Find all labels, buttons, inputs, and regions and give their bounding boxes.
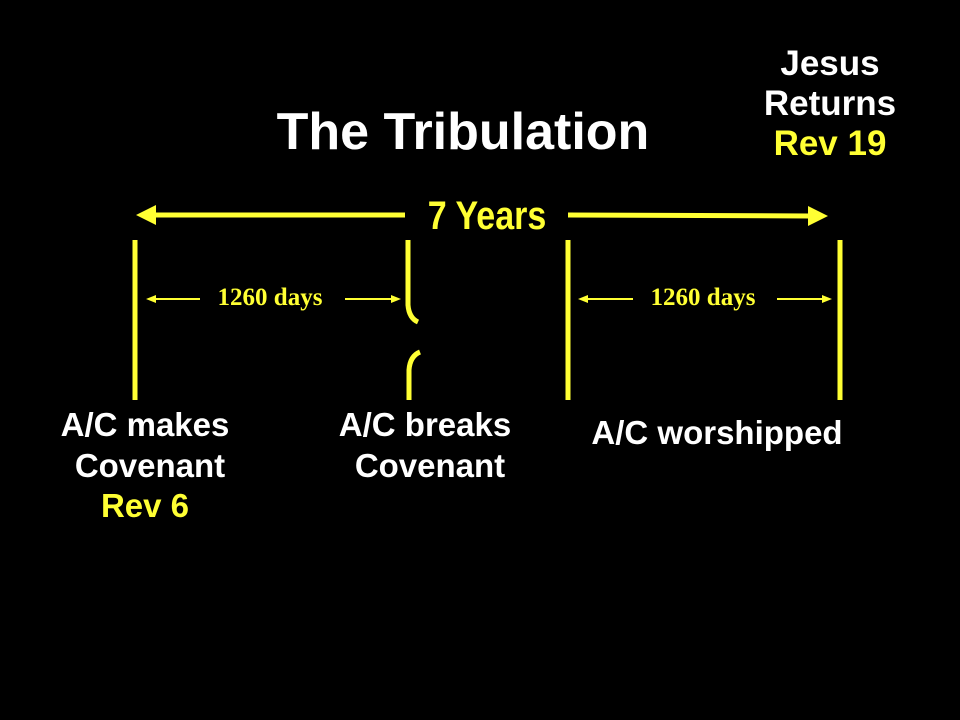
seven-years-label: 7 Years bbox=[427, 194, 547, 238]
jesus-returns-line2: Returns bbox=[763, 84, 897, 123]
seven-years-arrow-right-line bbox=[567, 212, 811, 219]
event1-line2: Covenant bbox=[74, 447, 226, 484]
midpoint-break-lower bbox=[406, 349, 422, 400]
midpoint-break-upper bbox=[405, 240, 420, 325]
event2-line2: Covenant bbox=[354, 447, 506, 484]
seven-years-arrow-left-head bbox=[136, 205, 156, 225]
event3-line1: A/C worshipped bbox=[591, 414, 843, 451]
jesus-returns-line1: Jesus bbox=[780, 44, 880, 83]
period1-arrow-left-head bbox=[146, 295, 156, 303]
event2-line1: A/C breaks bbox=[338, 406, 512, 443]
period2-label: 1260 days bbox=[650, 284, 756, 311]
period2-arrow-left-head bbox=[578, 295, 588, 303]
jesus-returns-ref: Rev 19 bbox=[773, 124, 887, 163]
event1-line1: A/C makes bbox=[60, 406, 230, 443]
period1-arrow-right-head bbox=[391, 295, 401, 303]
seven-years-arrow-right-head bbox=[808, 206, 828, 226]
event1-ref: Rev 6 bbox=[100, 487, 190, 524]
slide-title: The Tribulation bbox=[276, 103, 650, 161]
period1-label: 1260 days bbox=[217, 284, 323, 311]
period2-arrow-right-head bbox=[822, 295, 832, 303]
